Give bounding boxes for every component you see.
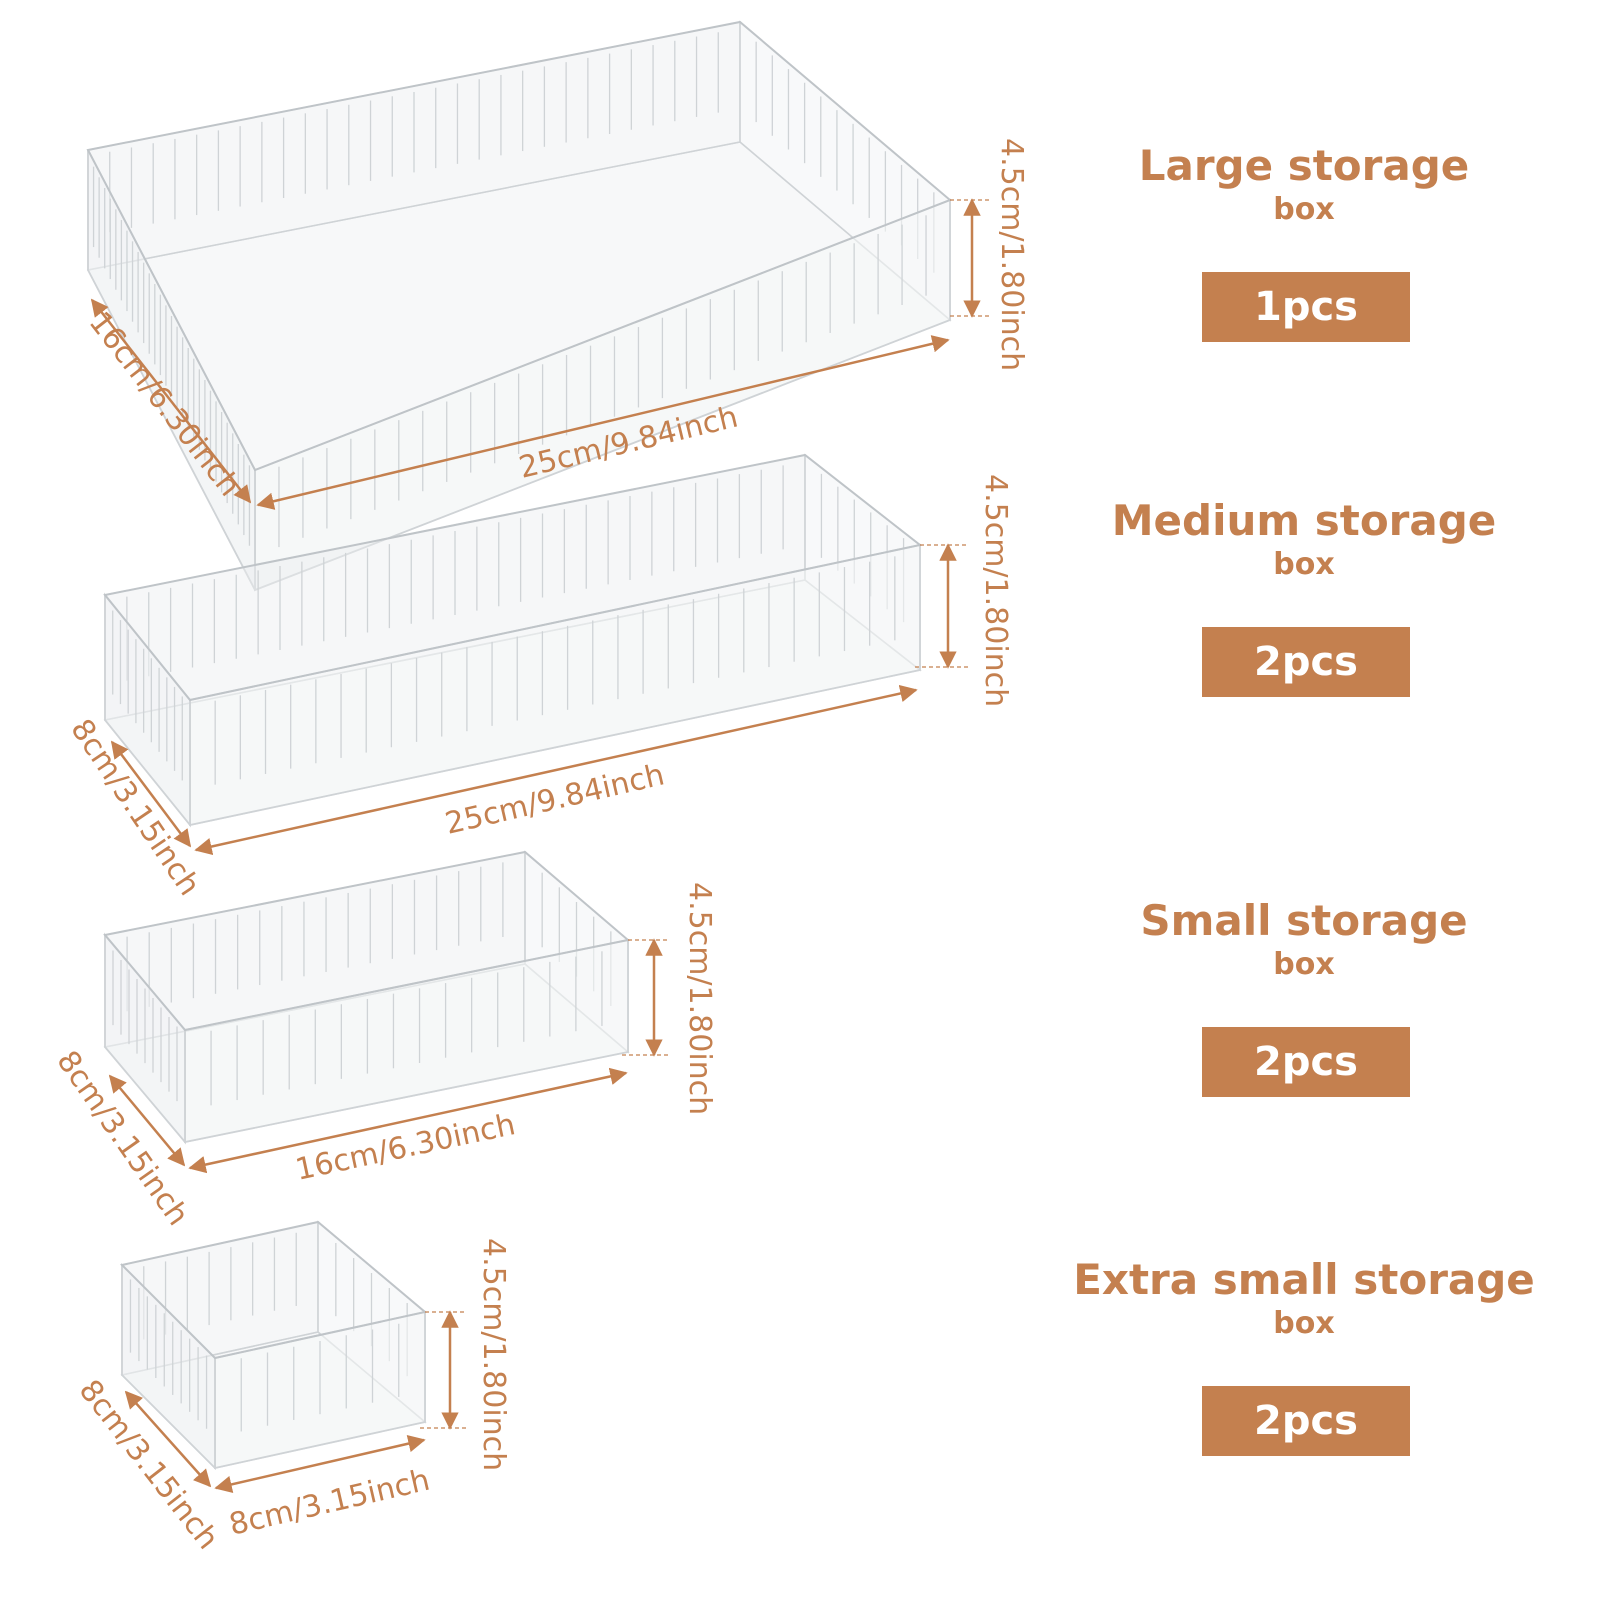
medium-length-dimension-line <box>194 684 918 856</box>
extra-small-storage-box-drawing: 8cm/3.15inch 8cm/3.15inch 4.5cm/1.80inch <box>72 1220 511 1556</box>
extra-small-width-dimension-line <box>124 1390 212 1488</box>
large-box-quantity-badge: 1pcs <box>1202 272 1410 342</box>
extra-small-box-icon <box>120 1220 428 1471</box>
large-width-dimension-line <box>90 298 252 504</box>
extra-small-box-quantity-badge: 2pcs <box>1202 1386 1410 1456</box>
small-length-dimension-line <box>188 1067 628 1174</box>
medium-box-subtitle: box <box>1273 547 1335 582</box>
small-box-label: Small storage box <box>1044 897 1564 985</box>
extra-small-box-subtitle: box <box>1273 1306 1335 1341</box>
large-storage-box-drawing: 25cm/9.84inch 16cm/6.30inch 4.5cm/1.80in… <box>82 20 1029 592</box>
extra-small-box-title: Extra small storage <box>1073 1255 1535 1304</box>
medium-storage-box-drawing: 25cm/9.84inch 8cm/3.15inch 4.5cm/1.80inc… <box>63 453 1013 902</box>
medium-box-title: Medium storage <box>1111 496 1497 545</box>
small-length-label: 16cm/6.30inch <box>292 1107 518 1188</box>
extra-small-height-label: 4.5cm/1.80inch <box>476 1238 511 1471</box>
extra-small-length-label: 8cm/3.15inch <box>226 1463 433 1543</box>
small-height-label: 4.5cm/1.80inch <box>682 882 717 1115</box>
small-box-title: Small storage <box>1140 896 1468 945</box>
medium-box-quantity-badge: 2pcs <box>1202 627 1410 697</box>
large-length-dimension-line <box>256 335 950 510</box>
large-height-label: 4.5cm/1.80inch <box>994 138 1029 371</box>
small-box-subtitle: box <box>1273 947 1335 982</box>
small-width-dimension-line <box>108 1074 186 1167</box>
small-box-quantity-badge: 2pcs <box>1202 1027 1410 1097</box>
large-box-title: Large storage <box>1138 141 1470 190</box>
small-storage-box-drawing: 16cm/6.30inch 8cm/3.15inch 4.5cm/1.80inc… <box>49 850 717 1232</box>
large-box-subtitle: box <box>1273 192 1335 227</box>
large-box-label: Large storage box <box>1044 142 1564 230</box>
medium-width-dimension-line <box>110 740 192 848</box>
medium-box-label: Medium storage box <box>1044 497 1564 585</box>
medium-height-label: 4.5cm/1.80inch <box>978 474 1013 707</box>
extra-small-length-dimension-line <box>214 1435 426 1493</box>
extra-small-box-label: Extra small storage box <box>1044 1256 1564 1344</box>
